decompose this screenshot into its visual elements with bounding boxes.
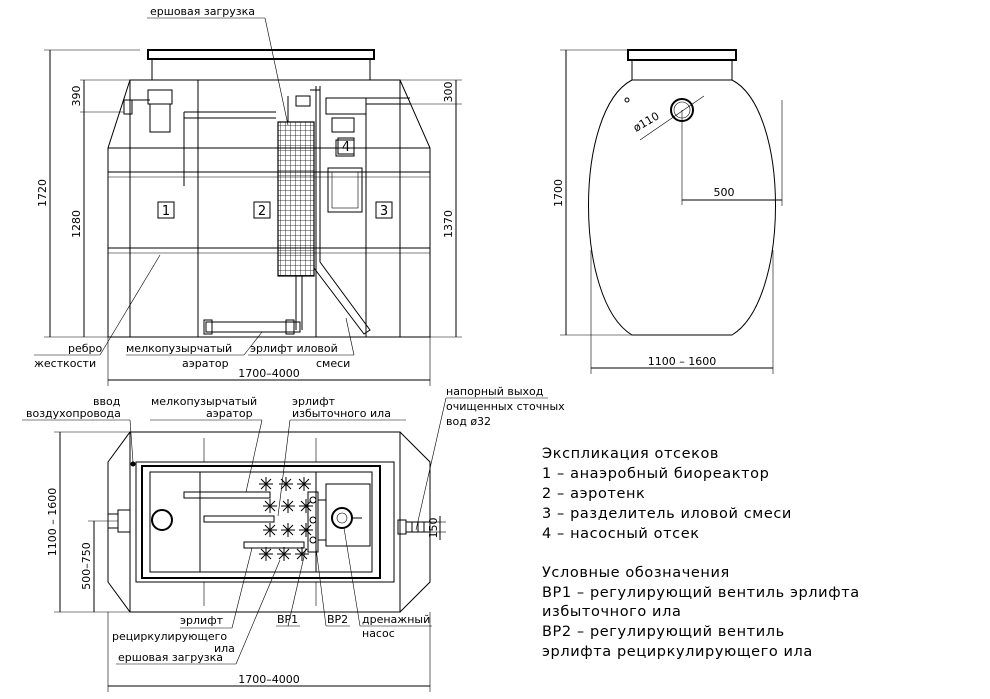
drain-pump-label-a: дренажный bbox=[362, 613, 430, 626]
compartment-1-label: 1 bbox=[162, 204, 170, 219]
pipe-diameter-label: ø110 bbox=[631, 109, 662, 134]
legend-item-2: 2 – аэротенк bbox=[542, 486, 645, 502]
diffuser-stars bbox=[259, 477, 313, 561]
legend: Экспликация отсеков 1 – анаэробный биоре… bbox=[542, 446, 860, 660]
legend-item-3: 3 – разделитель иловой смеси bbox=[542, 506, 792, 522]
airlift-excess-label-b: избыточного ила bbox=[292, 407, 391, 420]
rib-label: ребро bbox=[68, 342, 103, 355]
outlet-label-c: вод ø32 bbox=[446, 415, 491, 428]
airlift-mix-label-b: смеси bbox=[316, 357, 350, 370]
compartment-4-label: 4 bbox=[342, 140, 350, 155]
side-tank-outline bbox=[588, 79, 776, 336]
plan-aerator-3 bbox=[243, 541, 305, 549]
drain-pump-front bbox=[327, 167, 363, 213]
dim-plan-length: 1700–4000 bbox=[238, 673, 300, 686]
dim-1370: 1370 bbox=[442, 210, 455, 238]
plan-aerator-label-b: аэратор bbox=[206, 407, 253, 420]
dim-500: 500 bbox=[714, 186, 735, 199]
legend-item-4: 4 – насосный отсек bbox=[542, 526, 700, 542]
ruff-loading-top-label: ершовая загрузка bbox=[150, 5, 255, 18]
dim-front-length: 1700–4000 bbox=[238, 367, 300, 380]
bp1-label: ВР1 bbox=[277, 613, 298, 626]
drain-pump-label-b: насос bbox=[362, 627, 395, 640]
airlift-recirc-label-b: рециркулирующего bbox=[112, 630, 227, 643]
front-lid bbox=[147, 49, 375, 60]
dim-1280: 1280 bbox=[70, 210, 83, 238]
side-lid bbox=[627, 49, 737, 61]
ruff-loading-front bbox=[277, 121, 315, 277]
dim-390: 390 bbox=[70, 86, 83, 107]
airlift-excess-label-a: эрлифт bbox=[292, 395, 336, 408]
dim-150: 150 bbox=[427, 518, 440, 539]
plan-aerator-label-a: мелкопузырчатый bbox=[151, 395, 257, 408]
dim-side-width: 1100 – 1600 bbox=[648, 355, 716, 368]
airlift-mix-label-a: эрлифт иловой bbox=[250, 342, 338, 355]
symbol-bp2-b: эрлифта рециркулирующего ила bbox=[542, 644, 813, 660]
dim-1700: 1700 bbox=[552, 179, 565, 207]
symbol-bp1-b: избыточного ила bbox=[542, 604, 681, 620]
symbol-bp1-a: ВР1 – регулирующий вентиль эрлифта bbox=[542, 585, 860, 601]
legend-item-1: 1 – анаэробный биореактор bbox=[542, 466, 769, 482]
airlift-recirc-label-a: эрлифт bbox=[180, 614, 224, 627]
bp2-label: ВР2 bbox=[327, 613, 348, 626]
drain-pump-plan bbox=[331, 507, 353, 529]
aerator-label-a: мелкопузырчатый bbox=[126, 342, 232, 355]
dim-inlet-offset: 500–750 bbox=[80, 542, 93, 590]
outlet-label-b: очищенных сточных bbox=[446, 400, 565, 413]
front-view: 1 2 3 4 ершовая загрузка ребро жесткости… bbox=[34, 5, 462, 386]
legend-title: Экспликация отсеков bbox=[542, 446, 719, 462]
symbols-title: Условные обозначения bbox=[542, 565, 730, 581]
dim-300: 300 bbox=[442, 82, 455, 103]
compartment-3-label: 3 bbox=[380, 204, 388, 219]
ruff-loading-bottom-label: ершовая загрузка bbox=[118, 651, 223, 664]
plan-aerator-1 bbox=[183, 491, 271, 499]
rib-label-2: жесткости bbox=[34, 357, 96, 370]
outlet-label-a: напорный выход bbox=[446, 385, 544, 398]
side-view: ø110 500 1700 1100 – 1600 bbox=[552, 49, 783, 374]
aerator-label-b: аэратор bbox=[182, 357, 229, 370]
air-inlet-label-a: ввод bbox=[93, 395, 121, 408]
airlift-recirc-label-c: ила bbox=[214, 642, 235, 655]
air-inlet-label-b: воздухопровода bbox=[26, 407, 121, 420]
symbol-bp2-a: ВР2 – регулирующий вентиль bbox=[542, 624, 785, 640]
aerator-front bbox=[205, 321, 301, 333]
plan-aerator-2 bbox=[203, 515, 275, 523]
compartment-2-label: 2 bbox=[258, 204, 266, 219]
dim-1720: 1720 bbox=[36, 179, 49, 207]
dim-plan-width: 1100 – 1600 bbox=[46, 488, 59, 556]
plan-view: ввод воздухопровода мелкопузырчатый аэра… bbox=[22, 385, 565, 692]
